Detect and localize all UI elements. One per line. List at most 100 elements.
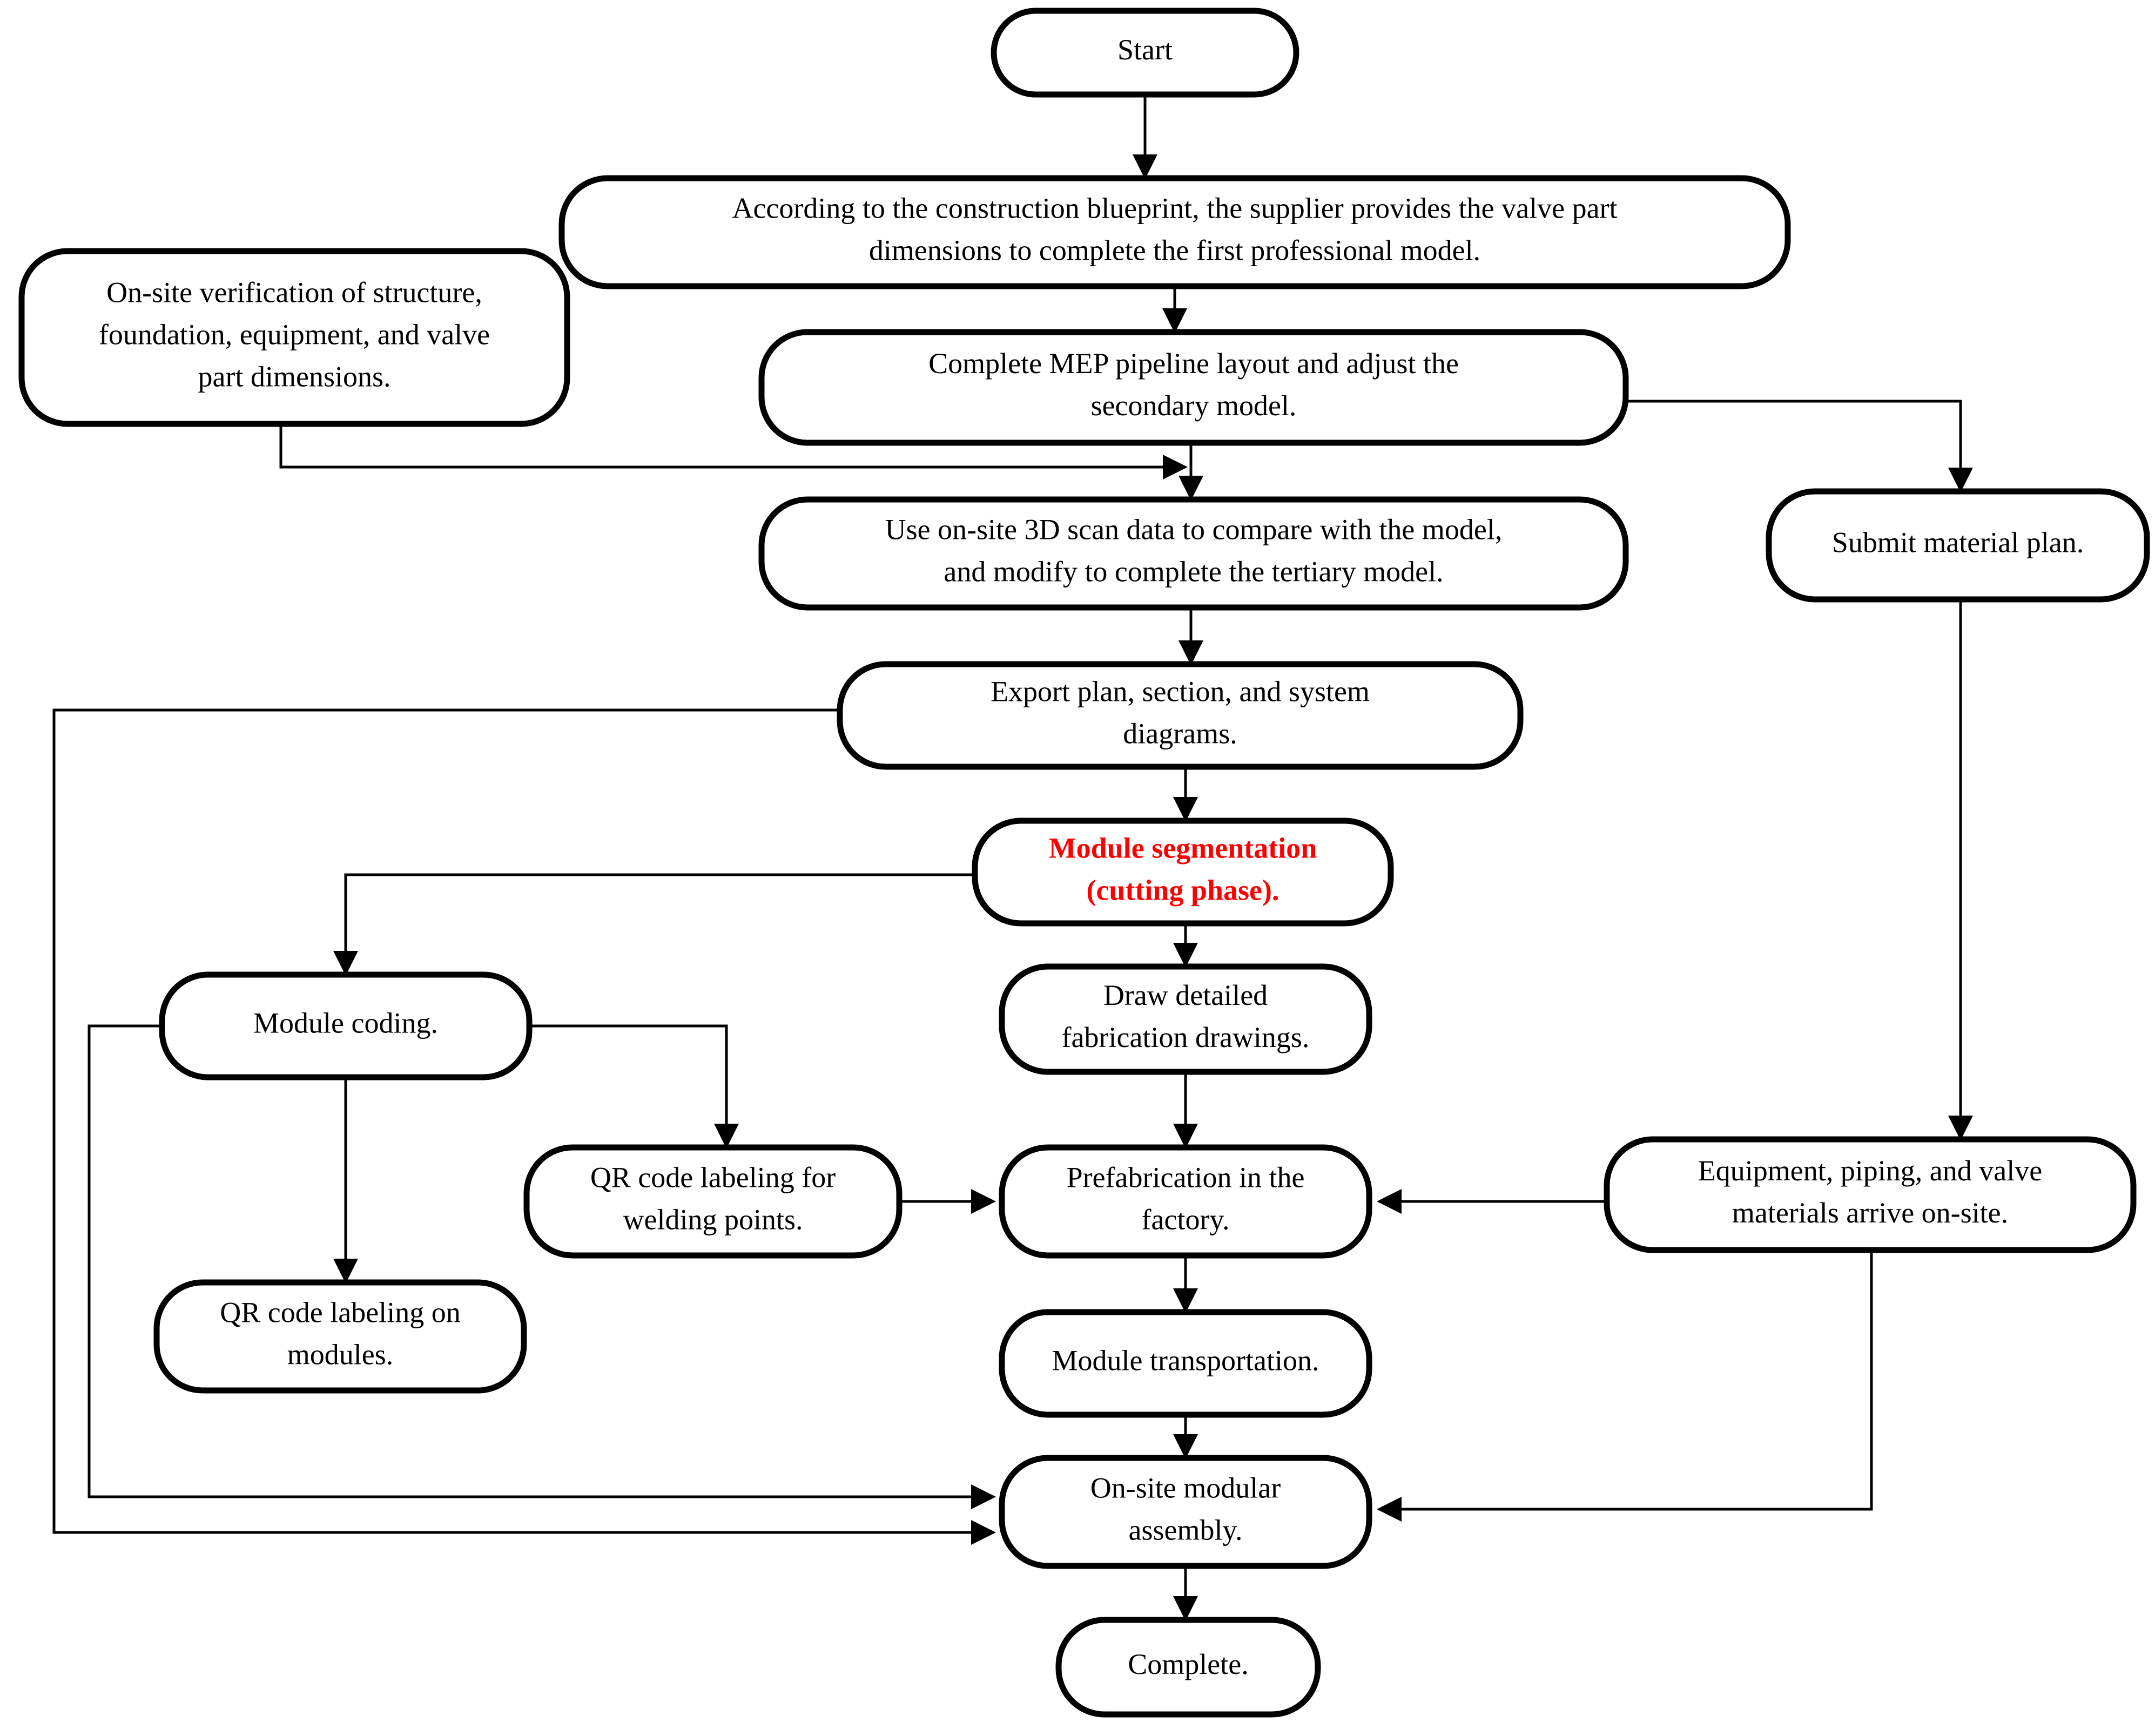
materials-arrive-node-shape xyxy=(1604,1136,2137,1253)
edge-mep-to-submit-material xyxy=(1626,400,1973,492)
export-diagrams-node-shape xyxy=(837,661,1524,770)
module-coding-node[interactable]: Module coding. xyxy=(159,971,533,1080)
fabrication-drawings-node-shape xyxy=(999,963,1372,1075)
materials-arrive-node-label-line-1: Equipment, piping, and valve xyxy=(1698,1154,2042,1187)
edge-coding-to-qr-welding-line xyxy=(529,1024,728,1141)
edge-materials-to-prefabrication xyxy=(1377,1189,1607,1214)
edge-coding-loop-to-assembly xyxy=(87,1024,996,1509)
edge-submit-material-to-materials-arrowhead-icon xyxy=(1948,1116,1973,1140)
edge-transport-to-assembly xyxy=(1173,1415,1198,1459)
edge-segmentation-to-coding-arrowhead-icon xyxy=(333,951,358,976)
export-diagrams-node-label-line-2: diagrams. xyxy=(1123,717,1237,749)
edge-verification-to-scan xyxy=(279,424,1188,479)
on-site-modular-assembly-node-shape xyxy=(999,1455,1372,1569)
submit-material-plan-node[interactable]: Submit material plan. xyxy=(1766,488,2150,603)
edge-materials-to-prefabrication-arrowhead-icon xyxy=(1377,1189,1402,1214)
module-segmentation-node[interactable]: Module segmentation(cutting phase). xyxy=(972,818,1394,927)
fabrication-drawings-node[interactable]: Draw detailed fabrication drawings. xyxy=(999,963,1372,1075)
edge-export-loop-to-assembly-arrowhead-icon xyxy=(971,1520,996,1545)
edge-prefabrication-to-transport-arrowhead-icon xyxy=(1173,1288,1198,1313)
edge-materials-to-assembly-line xyxy=(1384,1250,1873,1511)
qr-labeling-modules-node[interactable]: QR code labeling on modules. xyxy=(153,1279,527,1394)
edge-verification-to-scan-arrowhead-icon xyxy=(1163,455,1188,479)
start-node[interactable]: Start xyxy=(991,8,1299,98)
materials-arrive-node-label-line-2: materials arrive on-site. xyxy=(1732,1197,2008,1229)
edge-coding-to-qr-welding xyxy=(529,1024,739,1149)
edge-mep-to-scan-arrowhead-icon xyxy=(1178,476,1203,501)
on-site-modular-assembly-node[interactable]: On-site modular assembly. xyxy=(999,1455,1372,1569)
qr-welding-points-node-shape xyxy=(523,1144,903,1259)
edge-prefabrication-to-transport xyxy=(1173,1255,1198,1313)
on-site-verification-node-label-line-1: On-site verification of structure, xyxy=(106,276,482,308)
edge-mep-to-submit-material-arrowhead-icon xyxy=(1948,468,1973,492)
module-coding-node-label-line-1: Module coding. xyxy=(253,1007,438,1039)
on-site-verification-node-shape xyxy=(18,248,570,427)
edge-blueprint-to-mep-arrowhead-icon xyxy=(1162,308,1187,333)
start-node-label-line-1: Start xyxy=(1117,33,1173,66)
module-transportation-node[interactable]: Module transportation. xyxy=(999,1309,1372,1418)
qr-labeling-modules-node-label-line-2: modules. xyxy=(287,1338,394,1370)
submit-material-plan-node-shape xyxy=(1766,488,2150,603)
edge-blueprint-to-mep xyxy=(1162,286,1187,333)
3d-scan-tertiary-model-node[interactable]: Use on-site 3D scan data to compare with… xyxy=(758,496,1629,611)
edge-coding-loop-to-assembly-arrowhead-icon xyxy=(971,1484,996,1509)
3d-scan-tertiary-model-node-label-line-2: and modify to complete the tertiary mode… xyxy=(944,555,1443,587)
mep-pipeline-layout-node[interactable]: Complete MEP pipeline layout and adjust … xyxy=(758,329,1629,446)
qr-welding-points-node-label-line-2: welding points. xyxy=(623,1203,803,1235)
edge-verification-to-scan-line xyxy=(279,424,1180,469)
edge-assembly-to-complete-arrowhead-icon xyxy=(1173,1596,1198,1621)
edge-export-to-segmentation xyxy=(1173,767,1198,822)
qr-labeling-modules-node-shape xyxy=(153,1279,527,1394)
supplier-valve-dimensions-node-label-line-1: According to the construction blueprint,… xyxy=(732,192,1617,224)
export-diagrams-node[interactable]: Export plan, section, and systemdiagrams… xyxy=(837,661,1524,770)
on-site-verification-node[interactable]: On-site verification of structure,founda… xyxy=(18,248,570,427)
on-site-modular-assembly-node-label-line-2: assembly. xyxy=(1129,1514,1243,1546)
edge-mep-to-submit-material-line xyxy=(1626,400,1962,485)
on-site-verification-node-label-line-3: part dimensions. xyxy=(198,360,391,393)
edge-drawings-to-prefabrication-arrowhead-icon xyxy=(1173,1124,1198,1149)
mep-pipeline-layout-node-shape xyxy=(758,329,1629,446)
edge-transport-to-assembly-arrowhead-icon xyxy=(1173,1434,1198,1459)
module-segmentation-node-label-line-2: (cutting phase). xyxy=(1086,874,1279,906)
module-transportation-node-shape xyxy=(999,1309,1372,1418)
edge-scan-to-export xyxy=(1178,607,1203,665)
prefabrication-factory-node[interactable]: Prefabrication in the factory. xyxy=(999,1144,1372,1259)
edge-export-to-segmentation-arrowhead-icon xyxy=(1173,797,1198,822)
edges-layer xyxy=(52,94,1973,1621)
edge-segmentation-to-coding-line xyxy=(344,873,975,968)
mep-pipeline-layout-node-label-line-2: secondary model. xyxy=(1091,389,1297,422)
on-site-modular-assembly-node-label-line-1: On-site modular xyxy=(1090,1471,1281,1504)
mep-pipeline-layout-node-label-line-1: Complete MEP pipeline layout and adjust … xyxy=(928,347,1459,380)
module-segmentation-node-shape xyxy=(972,818,1394,927)
complete-node-shape xyxy=(1055,1617,1321,1718)
edge-export-loop-to-assembly xyxy=(52,708,996,1545)
edge-drawings-to-prefabrication xyxy=(1173,1072,1198,1149)
edge-segmentation-to-drawings xyxy=(1173,923,1198,968)
prefabrication-factory-node-label-line-2: factory. xyxy=(1142,1203,1230,1235)
edge-assembly-to-complete xyxy=(1173,1566,1198,1621)
fabrication-drawings-node-label-line-2: fabrication drawings. xyxy=(1062,1021,1310,1053)
edge-materials-to-assembly xyxy=(1377,1250,1873,1522)
edge-scan-to-export-arrowhead-icon xyxy=(1178,640,1203,665)
module-coding-node-shape xyxy=(159,971,533,1080)
materials-arrive-node[interactable]: Equipment, piping, and valve materials ar… xyxy=(1604,1136,2137,1253)
supplier-valve-dimensions-node[interactable]: According to the construction blueprint,… xyxy=(558,175,1791,289)
edge-segmentation-to-coding xyxy=(333,873,975,976)
edge-coding-to-qr-modules xyxy=(333,1077,358,1284)
edge-segmentation-to-drawings-arrowhead-icon xyxy=(1173,943,1198,968)
edge-start-to-blueprint-arrowhead-icon xyxy=(1133,154,1157,179)
prefabrication-factory-node-label-line-1: Prefabrication in the xyxy=(1067,1161,1305,1193)
3d-scan-tertiary-model-node-shape xyxy=(758,496,1629,611)
edge-mep-to-scan xyxy=(1178,443,1203,501)
edge-qr-welding-to-prefabrication-arrowhead-icon xyxy=(971,1189,996,1214)
edge-start-to-blueprint xyxy=(1133,94,1157,179)
complete-node[interactable]: Complete. xyxy=(1055,1617,1321,1718)
fabrication-drawings-node-label-line-1: Draw detailed xyxy=(1103,979,1268,1011)
edge-qr-welding-to-prefabrication xyxy=(899,1189,996,1214)
qr-labeling-modules-node-label-line-1: QR code labeling on xyxy=(220,1296,460,1328)
3d-scan-tertiary-model-node-label-line-1: Use on-site 3D scan data to compare with… xyxy=(885,513,1503,545)
edge-submit-material-to-materials xyxy=(1948,599,1973,1140)
